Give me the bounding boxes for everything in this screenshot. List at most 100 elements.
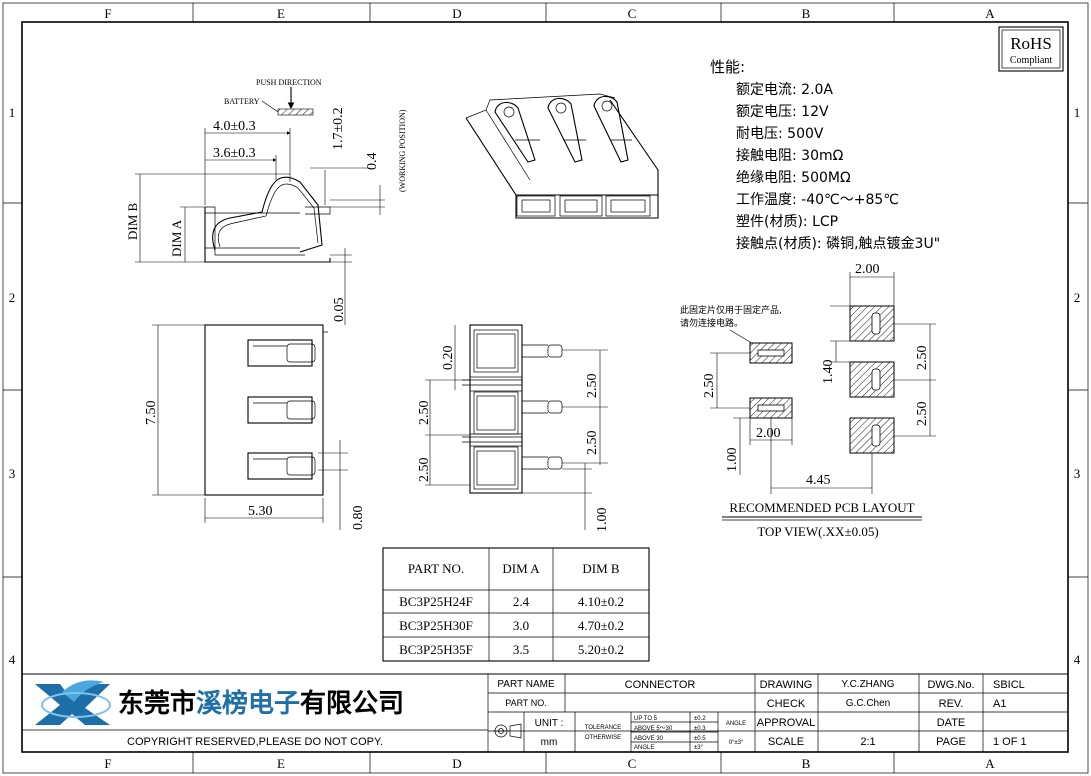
row-label-2-left: 2 (9, 290, 16, 305)
dim-0-80: 0.80 (351, 506, 366, 531)
rev-value: A1 (993, 698, 1006, 710)
battery-label: BATTERY (224, 97, 260, 106)
dwg-no-label: DWG.No. (927, 679, 974, 691)
pcb-dim-2-50-r1: 2.50 (915, 346, 930, 371)
row-label-1-left: 1 (9, 105, 16, 120)
unit-value: mm (541, 737, 558, 748)
page-value: 1 OF 1 (993, 736, 1027, 748)
table-cell: 3.0 (513, 618, 529, 633)
dim-0-05: 0.05 (332, 298, 347, 323)
rev-label: REV. (939, 698, 964, 710)
row-label-4-left: 4 (9, 652, 16, 667)
pcb-note-line1: 此固定片仅用于固定产品, (680, 304, 782, 316)
angle-value: 0°±3° (729, 740, 744, 746)
working-position-label: (WORKING POSITION) (398, 109, 407, 192)
tol-range: UP TO 5 (634, 716, 658, 722)
col-label-f-bottom: F (104, 756, 111, 771)
tol-range: ABOVE 30 (634, 736, 664, 742)
rohs-subtitle: Compliant (1010, 55, 1052, 66)
dim-2-50-c: 2.50 (585, 374, 600, 399)
pcb-dim-2-50-l: 2.50 (702, 374, 717, 399)
projection-symbol-icon (493, 723, 522, 739)
spec-line: 绝缘电阻: 500MΩ (736, 170, 851, 186)
col-label-d-bottom: D (452, 756, 461, 771)
approval-label: APPROVAL (757, 717, 816, 729)
dim-3-6: 3.6±0.3 (213, 146, 256, 161)
part-name-label: PART NAME (497, 679, 555, 690)
table-cell: 2.4 (513, 594, 530, 609)
pcb-dim-2-00-top: 2.00 (855, 262, 880, 277)
company-logo (35, 680, 111, 725)
dim-2-50-b: 2.50 (417, 458, 432, 483)
col-label-b-bottom: B (802, 756, 811, 771)
tol-value: ±0.3 (694, 726, 706, 732)
pcb-layout-subtitle: TOP VIEW(.XX±0.05) (757, 524, 878, 539)
otherwise-label: OTHERWISE (585, 735, 621, 741)
spec-line: 接触电阻: 30mΩ (736, 147, 844, 164)
scale-value: 2:1 (860, 736, 875, 748)
page-label: PAGE (936, 736, 966, 748)
pcb-dim-4-45: 4.45 (806, 473, 831, 488)
table-cell: BC3P25H30F (399, 618, 473, 633)
tolerance-label: TOLERANCE (585, 725, 622, 731)
bottom-view-drawing: 7.50 5.30 0.80 (144, 324, 366, 531)
spec-line: 额定电压: 12V (736, 104, 829, 120)
dim-2-50-d: 2.50 (585, 431, 600, 456)
dim-1-7: 1.7±0.2 (331, 107, 346, 150)
unit-label: UNIT : (535, 718, 564, 729)
table-cell: 4.70±0.2 (578, 618, 624, 633)
grid-labels: F E D C B A F E D C B A 1 2 3 4 1 2 3 4 (9, 6, 1081, 771)
front-view-drawing: 0.20 2.50 2.50 2.50 2.50 1.00 (417, 324, 610, 533)
copyright-text: COPYRIGHT RESERVED,PLEASE DO NOT COPY. (127, 736, 383, 748)
dim-5-30: 5.30 (248, 504, 273, 519)
part-no-label: PART NO. (505, 698, 547, 708)
spec-line: 塑件(材质): LCP (736, 214, 838, 230)
table-cell: 3.5 (513, 642, 529, 657)
title-block: 东莞市溪榜电子有限公司 COPYRIGHT RESERVED,PLEASE DO… (22, 673, 1068, 752)
rohs-title: RoHS (1010, 34, 1052, 53)
spec-line: 耐电压: 500V (736, 126, 824, 142)
col-label-f-top: F (104, 6, 111, 21)
side-view-drawing: PUSH DIRECTION BATTERY 4.0±0.3 3.6±0.3 1… (125, 78, 407, 325)
spec-line: 额定电流: 2.0A (736, 82, 833, 98)
check-value: G.C.Chen (846, 698, 890, 709)
part-table: PART NO. DIM A DIM B BC3P25H24F 2.4 4.10… (382, 547, 650, 662)
dim-7-50: 7.50 (144, 401, 159, 426)
col-label-d-top: D (452, 6, 461, 21)
col-label-e-top: E (277, 6, 285, 21)
company-name: 东莞市溪榜电子有限公司 (118, 688, 404, 719)
angle-label: ANGLE (726, 721, 746, 727)
dim-4-0: 4.0±0.3 (213, 119, 256, 134)
rohs-badge: RoHS Compliant (998, 26, 1064, 72)
specs-heading: 性能: (710, 58, 745, 76)
pcb-layout-drawing: 此固定片仅用于固定产品, 请勿连接电路。 2.00 1.40 2.50 2.50… (680, 262, 936, 539)
push-direction-label: PUSH DIRECTION (256, 78, 322, 87)
tol-value: ±0.2 (694, 716, 706, 722)
date-label: DATE (937, 717, 966, 729)
dim-0-20: 0.20 (441, 346, 456, 371)
table-cell: 4.10±0.2 (578, 594, 624, 609)
dim-b-label: DIM B (125, 202, 140, 240)
col-label-c-top: C (628, 6, 637, 21)
col-label-c-bottom: C (628, 756, 637, 771)
drawing-label: DRAWING (760, 679, 813, 691)
pcb-note-line2: 请勿连接电路。 (680, 317, 743, 329)
part-name-value: CONNECTOR (625, 679, 696, 691)
drawing-value: Y.C.ZHANG (841, 679, 894, 690)
spec-line: 工作温度: -40℃～+85℃ (736, 192, 899, 208)
specs-block: 性能: 额定电流: 2.0A 额定电压: 12V 耐电压: 500V 接触电阻:… (710, 58, 940, 252)
dim-0-4: 0.4 (365, 153, 380, 171)
table-header-dim-b: DIM B (582, 561, 620, 576)
table-header-dim-a: DIM A (502, 561, 540, 576)
table-cell: BC3P25H35F (399, 642, 473, 657)
pcb-dim-2-50-r2: 2.50 (915, 402, 930, 427)
table-header-part-no: PART NO. (408, 561, 464, 576)
scale-label: SCALE (768, 736, 804, 748)
dim-1-00: 1.00 (595, 508, 610, 533)
col-label-a-top: A (985, 6, 995, 21)
row-label-3-left: 3 (9, 466, 16, 481)
row-label-3-right: 3 (1074, 466, 1081, 481)
pcb-dim-2-00-mid: 2.00 (756, 426, 781, 441)
tol-range: ABOVE 5～30 (634, 726, 673, 732)
